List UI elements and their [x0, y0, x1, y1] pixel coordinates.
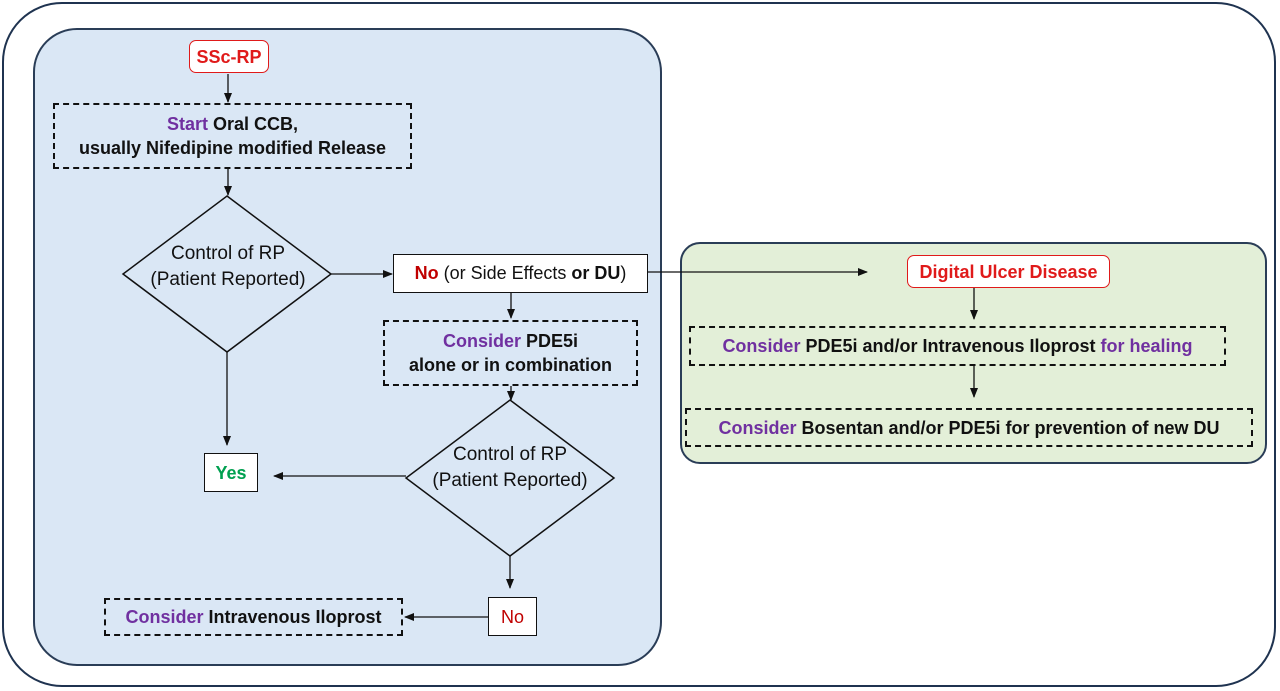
yes-node: Yes	[204, 453, 258, 492]
close-paren: )	[620, 263, 627, 283]
no-label: No	[414, 263, 439, 283]
prevention-prefix: Consider	[718, 417, 797, 438]
healing-prefix: Consider	[722, 336, 801, 356]
pde5i-prefix: Consider	[442, 331, 521, 351]
iloprost-prefix: Consider	[125, 607, 204, 627]
iloprost-text: Intravenous Iloprost	[208, 607, 382, 627]
du-text: DU	[594, 263, 621, 283]
start-node: SSc-RP	[189, 40, 269, 73]
du-prevention-step: Consider Bosentan and/or PDE5i for preve…	[685, 408, 1253, 447]
start-label: SSc-RP	[196, 46, 262, 67]
decision1-line2: (Patient Reported)	[150, 269, 306, 290]
du-title: Digital Ulcer Disease	[919, 261, 1098, 282]
ccb-line2: usually Nifedipine modified Release	[78, 138, 387, 158]
rp-treatment-panel	[33, 28, 662, 666]
decision1-line1: Control of RP	[170, 243, 286, 264]
pde5i-step: Consider PDE5i alone or in combination	[383, 320, 638, 386]
ccb-prefix: Start	[166, 114, 208, 134]
no-node-label: No	[500, 606, 524, 627]
du-healing-step: Consider PDE5i and/or Intravenous Ilopro…	[689, 326, 1226, 366]
iloprost-step: Consider Intravenous Iloprost	[104, 598, 403, 636]
ccb-text: Oral CCB,	[213, 114, 299, 134]
ccb-step: Start Oral CCB, usually Nifedipine modif…	[53, 103, 412, 169]
decision1-text: Control of RP (Patient Reported)	[133, 241, 323, 293]
du-title-node: Digital Ulcer Disease	[907, 255, 1110, 288]
side-effects-text: (or Side Effects	[443, 263, 567, 283]
yes-label: Yes	[215, 462, 247, 483]
pde5i-text: PDE5i	[526, 331, 579, 351]
decision2-line2: (Patient Reported)	[432, 470, 588, 491]
no-side-effects-node: No (or Side Effects or DU)	[393, 254, 648, 293]
prevention-text: Bosentan and/or PDE5i for prevention of …	[801, 417, 1220, 438]
healing-text: PDE5i and/or Intravenous Iloprost	[805, 336, 1096, 356]
no-node: No	[488, 597, 537, 636]
decision2-line1: Control of RP	[452, 444, 568, 465]
or-text: or	[571, 263, 590, 283]
pde5i-line2: alone or in combination	[408, 355, 612, 375]
healing-suffix: for healing	[1100, 336, 1193, 356]
decision2-text: Control of RP (Patient Reported)	[415, 442, 605, 494]
